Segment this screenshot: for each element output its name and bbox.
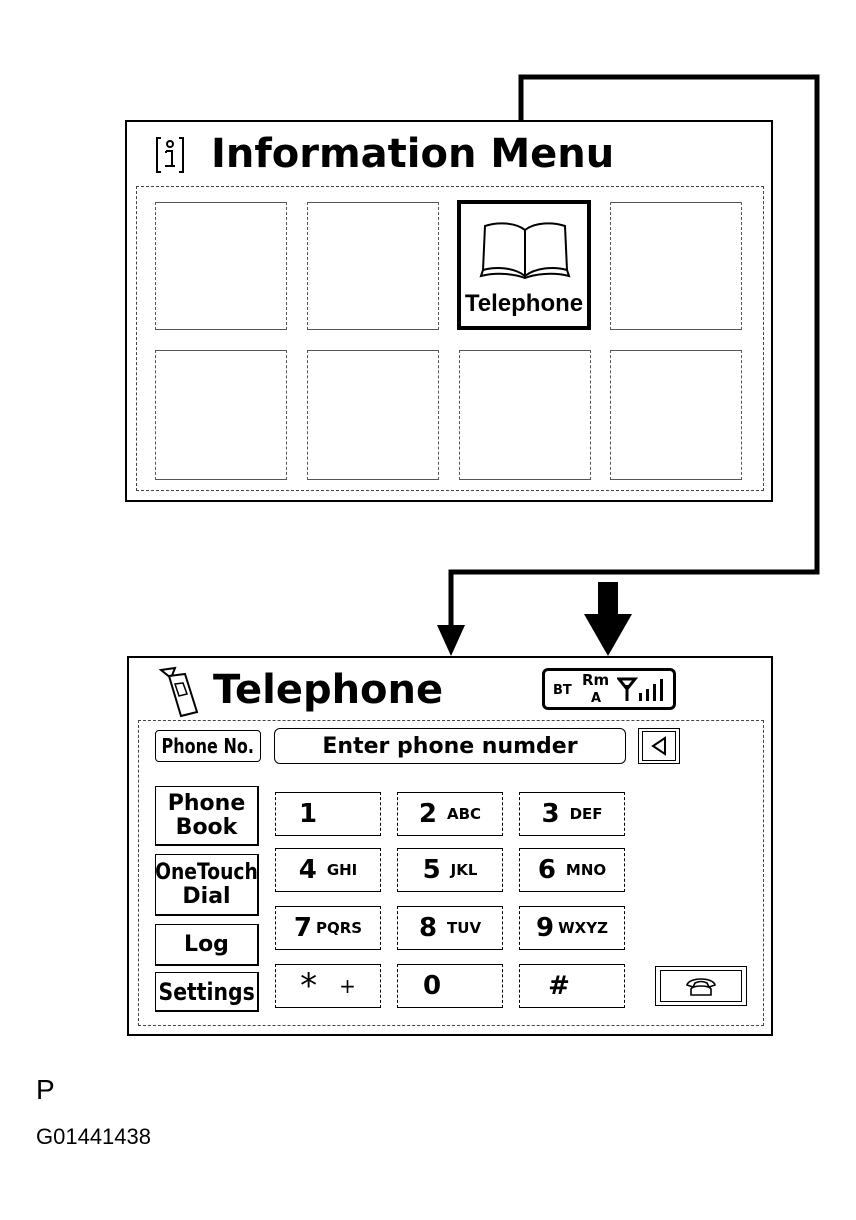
key-7-letters: PQRS <box>315 919 363 937</box>
log-label: Log <box>184 931 229 957</box>
phone-no-label: Phone No. <box>161 734 255 758</box>
key-9-num: 9 <box>536 913 555 943</box>
log-button[interactable]: Log <box>155 924 259 966</box>
keypad-area <box>138 720 764 1026</box>
onetouch-dial-button[interactable]: OneTouch Dial <box>155 854 259 916</box>
key-hash[interactable]: # <box>519 964 625 1008</box>
footer-mark: P <box>36 1074 55 1105</box>
information-menu-screen: Information Menu Telephone <box>125 120 773 502</box>
key-5-letters: JKL <box>450 861 478 879</box>
menu-tile-7[interactable] <box>459 350 591 480</box>
phone-book-line1: Phone <box>167 790 246 816</box>
phone-book-button[interactable]: Phone Book <box>155 786 259 846</box>
telephone-title: Telephone <box>213 667 444 713</box>
key-8-num: 8 <box>418 913 438 943</box>
arrowhead-left <box>437 625 465 656</box>
key-5[interactable]: 5 JKL <box>397 848 503 892</box>
key-3[interactable]: 3 DEF <box>519 792 625 836</box>
key-4-num: 4 <box>298 855 317 885</box>
backspace-arrow-icon <box>642 731 676 761</box>
telephone-tile-label: Telephone <box>464 290 584 317</box>
call-button[interactable] <box>655 966 747 1006</box>
onetouch-line1: OneTouch <box>155 859 258 885</box>
key-9-letters: WXYZ <box>558 919 608 937</box>
roaming-label: Rm <box>582 671 610 689</box>
figure-code: G01441438 <box>36 1124 151 1149</box>
key-star-letters: + <box>339 974 356 998</box>
menu-tile-2[interactable] <box>307 202 439 330</box>
key-6[interactable]: 6 MNO <box>519 848 625 892</box>
status-bar: BT Rm A <box>542 668 676 710</box>
menu-tile-4[interactable] <box>610 202 742 330</box>
key-2-letters: ABC <box>447 805 482 823</box>
key-3-num: 3 <box>541 799 560 829</box>
key-2[interactable]: 2 ABC <box>397 792 503 836</box>
cellphone-icon <box>157 666 201 723</box>
key-7-num: 7 <box>293 913 312 943</box>
menu-tile-8[interactable] <box>610 350 742 480</box>
info-icon <box>155 136 185 174</box>
roaming-sub-label: A <box>591 691 602 706</box>
menu-tile-5[interactable] <box>155 350 287 480</box>
menu-tile-telephone[interactable]: Telephone <box>457 200 591 330</box>
key-4-letters: GHI <box>326 861 358 879</box>
thick-arrowhead <box>584 614 632 656</box>
settings-label: Settings <box>158 977 255 1006</box>
menu-grid-area <box>136 186 764 491</box>
key-4[interactable]: 4 GHI <box>275 848 381 892</box>
key-star-num: * <box>300 966 318 1006</box>
telephone-screen: Telephone BT Rm A Phone No. Enter phone … <box>127 656 773 1036</box>
information-menu-title: Information Menu <box>211 131 615 177</box>
bluetooth-label: BT <box>553 683 572 698</box>
thick-arrow-shaft <box>598 582 618 620</box>
phone-no-button[interactable]: Phone No. <box>155 730 261 762</box>
key-3-letters: DEF <box>569 805 603 823</box>
key-0-num: 0 <box>422 971 442 1001</box>
key-6-letters: MNO <box>565 861 607 879</box>
key-1-num: 1 <box>298 799 318 829</box>
phone-book-line2: Book <box>175 814 238 840</box>
connector-line <box>448 74 820 630</box>
key-hash-num: # <box>548 971 570 1001</box>
key-5-num: 5 <box>422 855 441 885</box>
key-8-letters: TUV <box>447 919 482 937</box>
telephone-handset-icon <box>660 970 742 1002</box>
phone-input-text: Enter phone numder <box>322 733 578 759</box>
backspace-button[interactable] <box>638 728 680 764</box>
key-2-num: 2 <box>418 799 438 829</box>
settings-button[interactable]: Settings <box>155 972 259 1012</box>
menu-tile-6[interactable] <box>307 350 439 480</box>
key-8[interactable]: 8 TUV <box>397 906 503 950</box>
key-6-num: 6 <box>537 855 556 885</box>
signal-antenna-icon <box>615 677 669 708</box>
key-1[interactable]: 1 <box>275 792 381 836</box>
key-star[interactable]: *+ <box>275 964 381 1008</box>
onetouch-line2: Dial <box>182 883 231 909</box>
key-0[interactable]: 0 <box>397 964 503 1008</box>
menu-tile-1[interactable] <box>155 202 287 330</box>
phone-number-input[interactable]: Enter phone numder <box>274 728 626 764</box>
book-icon <box>479 218 571 285</box>
